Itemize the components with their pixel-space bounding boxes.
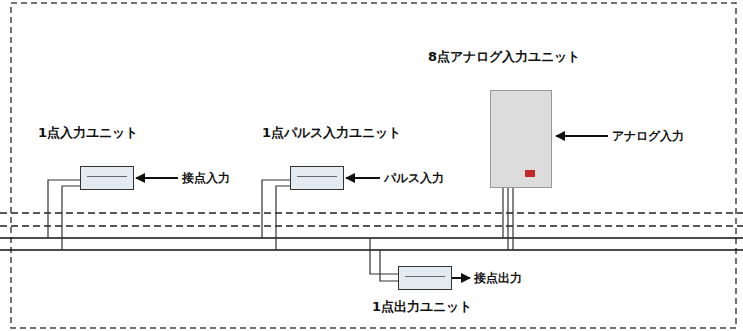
signal-label: アナログ入力 (612, 128, 684, 145)
output-unit (398, 266, 452, 290)
indicator-lamp (525, 170, 535, 177)
analog-input-unit (490, 90, 552, 188)
unit-heading: 1点出力ユニット (372, 298, 472, 316)
signal-label: パルス入力 (384, 170, 444, 187)
unit-heading: 8点アナログ入力ユニット (428, 48, 580, 66)
input-unit (80, 166, 134, 190)
pulse-input-unit (290, 166, 344, 190)
unit-heading: 1点入力ユニット (38, 124, 138, 142)
unit-heading: 1点パルス入力ユニット (262, 124, 401, 142)
signal-label: 接点出力 (474, 270, 522, 287)
signal-label: 接点入力 (182, 170, 230, 187)
